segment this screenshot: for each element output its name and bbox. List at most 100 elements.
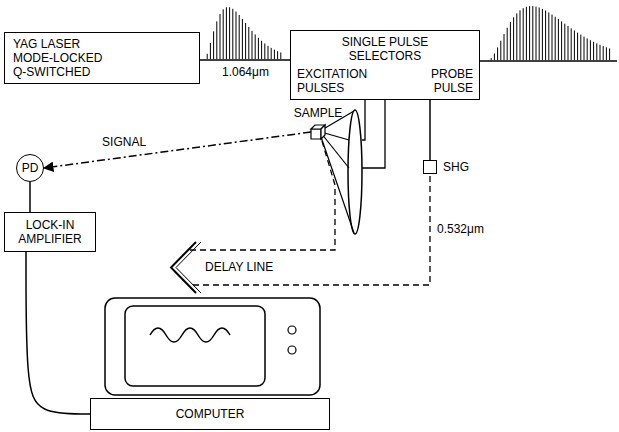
laser-pulse xyxy=(584,37,585,60)
laser-pulse xyxy=(523,8,524,60)
probe-path xyxy=(190,141,335,250)
laser-pulse xyxy=(596,43,597,60)
probe-path xyxy=(190,176,430,285)
laser-pulse xyxy=(580,35,581,60)
laser-pulse xyxy=(593,42,594,60)
laser-pulse xyxy=(542,9,543,60)
laser-pulse xyxy=(229,7,230,59)
box-label: YAG LASER MODE-LOCKED Q-SWITCHED xyxy=(13,37,105,79)
label-anchor: DELAY LINE xyxy=(205,260,273,274)
laser-pulse xyxy=(561,21,562,60)
beam-line xyxy=(200,59,290,61)
laser-pulse xyxy=(264,43,265,59)
shg-crystal: SHG xyxy=(423,160,437,174)
monitor-screen xyxy=(125,306,265,386)
signal-beam xyxy=(44,132,311,168)
laser-box: YAG LASER MODE-LOCKED Q-SWITCHED xyxy=(4,32,200,84)
laser-pulse xyxy=(268,46,269,59)
laser-pulse xyxy=(245,23,246,59)
retroreflector xyxy=(171,242,196,293)
pulse-selector-box: SINGLE PULSE SELECTORSEXCITATION PULSESP… xyxy=(290,30,480,100)
laser-pulse xyxy=(587,38,588,60)
focused-beam xyxy=(320,134,354,233)
excitation-beam xyxy=(362,100,385,168)
laser-pulse xyxy=(255,34,256,59)
laser-pulse xyxy=(609,48,610,60)
monitor-knob xyxy=(288,346,296,354)
laser-pulse xyxy=(513,17,514,60)
lockin-amplifier-box: LOCK-IN AMPLIFIER xyxy=(4,212,96,252)
sample-face xyxy=(311,129,321,139)
laser-pulse xyxy=(500,41,501,60)
laser-pulse xyxy=(210,43,211,59)
laser-pulse xyxy=(568,26,569,60)
laser-pulse xyxy=(271,48,272,59)
laser-pulse xyxy=(280,52,281,59)
photodiode: PD xyxy=(16,154,44,182)
laser-pulse xyxy=(507,28,508,60)
laser-pulse xyxy=(571,28,572,60)
laser-pulse xyxy=(491,58,492,60)
laser-pulse xyxy=(536,7,537,60)
laser-pulse xyxy=(564,24,565,60)
component-label: SAMPLE xyxy=(294,106,343,120)
laser-pulse xyxy=(207,54,208,59)
laser-pulse xyxy=(558,19,559,60)
laser-pulse xyxy=(277,51,278,59)
wavelength-label: 0.532μm xyxy=(437,222,484,236)
laser-pulse xyxy=(552,15,553,60)
monitor-housing xyxy=(105,298,320,395)
detector-wire xyxy=(29,182,31,212)
computer-base: COMPUTER xyxy=(90,398,330,430)
laser-pulse xyxy=(504,34,505,60)
focusing-lens xyxy=(348,110,362,234)
laser-pulse xyxy=(600,45,601,60)
laser-pulse xyxy=(258,38,259,59)
laser-pulse xyxy=(213,31,214,59)
laser-pulse xyxy=(516,13,517,60)
box-label: LOCK-IN AMPLIFIER xyxy=(11,218,89,246)
laser-pulse xyxy=(232,9,233,59)
label-anchor: 1.064μm xyxy=(222,65,269,79)
laser-pulse xyxy=(226,7,227,59)
laser-pulse xyxy=(220,14,221,59)
laser-pulse xyxy=(510,22,511,60)
laser-pulse xyxy=(526,7,527,60)
laser-pulse xyxy=(239,15,240,59)
wavelength-label: 1.064μm xyxy=(222,65,269,79)
laser-pulse xyxy=(252,31,253,59)
laser-pulse xyxy=(216,21,217,59)
box-label: SINGLE PULSE SELECTORS xyxy=(330,35,440,63)
sample-face xyxy=(321,125,325,139)
laser-pulse xyxy=(590,40,591,60)
laser-pulse xyxy=(539,8,540,60)
laser-pulse xyxy=(548,12,549,60)
laser-pulse xyxy=(574,30,575,60)
laser-pulse xyxy=(497,47,498,60)
laser-pulse xyxy=(242,19,243,59)
component-label: SHG xyxy=(443,160,469,174)
excitation-beam xyxy=(362,100,365,140)
laser-pulse xyxy=(603,46,604,60)
label-anchor: 0.532μm xyxy=(437,222,484,236)
box-label: PROBE PULSE xyxy=(423,67,473,95)
laser-pulse xyxy=(261,41,262,59)
data-cable xyxy=(26,252,90,414)
retroreflector xyxy=(176,242,201,293)
laser-pulse xyxy=(236,12,237,59)
laser-pulse xyxy=(520,10,521,60)
laser-pulse xyxy=(555,17,556,60)
laser-pulse xyxy=(532,6,533,60)
sample-cube-shape xyxy=(311,125,325,139)
laser-pulse xyxy=(529,6,530,60)
signal-label: SIGNAL xyxy=(100,135,148,149)
detector-label: PD xyxy=(22,161,39,175)
laser-pulse xyxy=(606,47,607,60)
laser-pulse xyxy=(223,9,224,59)
laser-pulse xyxy=(248,27,249,59)
laser-pulse xyxy=(577,33,578,60)
output-beam xyxy=(480,60,617,62)
monitor-knob xyxy=(288,326,296,334)
edge-label-anchor: SIGNAL xyxy=(100,135,148,149)
